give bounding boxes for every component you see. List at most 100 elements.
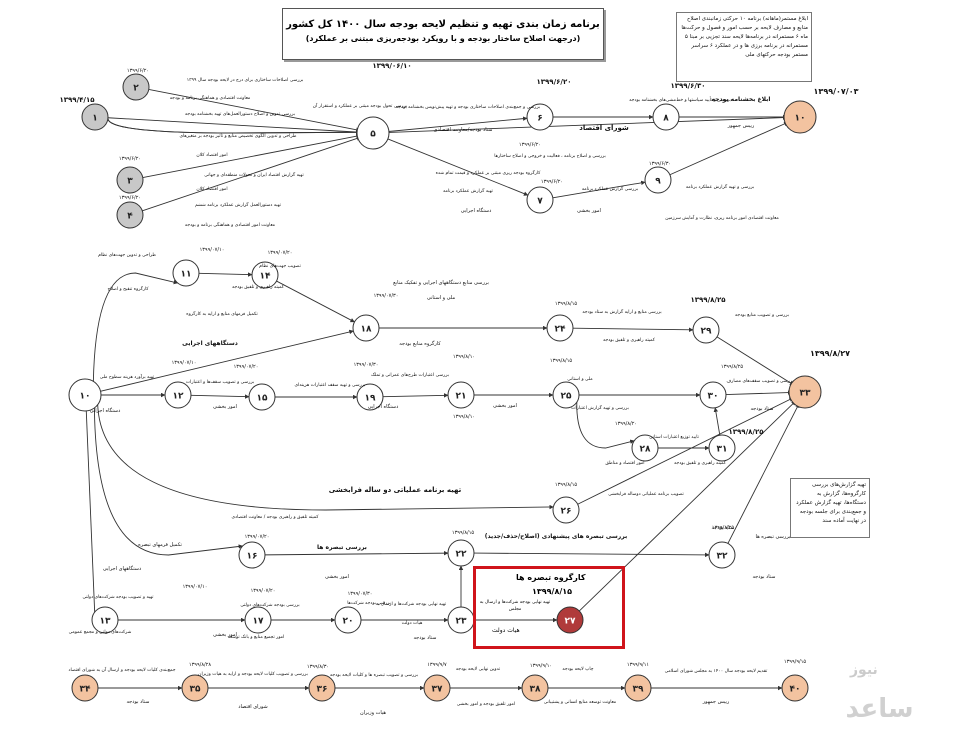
node-circle (521, 674, 549, 702)
label-d_1399_6_10: ۱۳۹۹/۰۶/۱۰ (372, 62, 411, 70)
node-label: ۹ (655, 177, 661, 187)
label-d_1399_6_30: ۱۳۹۹/۶/۳۰ (670, 82, 705, 90)
node-circle (556, 606, 584, 634)
label-t_n18d: کارگروه منابع بودجه (399, 340, 441, 347)
label-d_1399_8_25a: ۱۳۹۹/۸/۲۵ (690, 296, 726, 304)
label-d_1399_9_15: ۱۳۹۹/۹/۱۵ (784, 659, 806, 665)
node-circle (526, 103, 554, 131)
node-n12: ۱۲ (164, 381, 192, 409)
label-t_n16b: دستگاههای اجرایی (103, 565, 141, 572)
edge-n9-n10a (669, 121, 789, 176)
label-d_1399_8_10b: ۱۳۹۹/۸/۱۰ (453, 414, 475, 420)
node-n7: ۷ (526, 186, 554, 214)
node-circle (244, 606, 272, 634)
label-t_n25: ملی و استانی (567, 377, 593, 382)
node-label: ۳۵ (190, 685, 201, 695)
label-d_1399_07_30: ۱۳۹۹/۰۷/۳۰ (374, 293, 399, 299)
label-t_n5: بررسی تحول بودجه مبتنی بر عملکرد و استقر… (313, 103, 407, 109)
label-t_n23b: هیات دولت (402, 621, 423, 626)
edge-n10b-n18 (97, 329, 354, 393)
node-label: ۲۷ (565, 617, 576, 627)
node-circle (708, 541, 736, 569)
label-d_1399_8_20: ۱۳۹۹/۸/۲۰ (615, 421, 637, 427)
label-t_n8b: شورای اقتصاد (579, 124, 629, 132)
node-circle (251, 261, 279, 289)
node-n2: ۲ (122, 73, 150, 101)
edge-n32-n33 (727, 403, 800, 544)
label-d_1399_07_10c: ۱۳۹۹/۰۷/۱۰ (172, 360, 197, 366)
edge-n2-n5 (148, 89, 361, 132)
node-n6: ۶ (526, 103, 554, 131)
label-t_n9: بررسی گزارش عملکرد برنامه (582, 185, 638, 192)
watermark-text: ساعد (845, 694, 914, 724)
label-t_n5c: کارگروه بودجه ریزی مبتنی بر عملکرد و قیم… (436, 169, 542, 176)
edge-n16-n22 (264, 550, 449, 556)
edge-n5-n6 (385, 116, 528, 133)
label-t_n4: تهیه دستورالعمل گزارش عملکرد برنامه ششم (195, 201, 282, 208)
label-t_n7b: دستگاه اجرایی (461, 207, 492, 214)
label-t_n30b: ستاد بودجه (750, 406, 773, 412)
node-label: ۳۰ (708, 392, 719, 402)
label-t_n26: تهیه برنامه عملیاتی دو ساله فرابخشی (329, 486, 462, 494)
node-circle (552, 381, 580, 409)
label-d_1399_9_10: ۱۳۹۹/۹/۱۰ (530, 663, 552, 669)
node-circle (116, 166, 144, 194)
label-t_n15b: امور بخشی (213, 404, 237, 410)
label-d_1399_07_20d: ۱۳۹۹/۰۷/۲۰ (234, 364, 259, 370)
node-circle (172, 259, 200, 287)
label-t_n20b: امور تجمیع منابع و بانک توسعه (228, 634, 285, 640)
label-t_n14: تصویب جهت‌های نظام (259, 264, 301, 269)
label-t_n14c: تکمیل فرمهای منابع و ارایه به کارگروه (186, 310, 258, 317)
label-t_n5b: بررسی و اصلاح برنامه ، فعالیت و خروجی و … (494, 154, 606, 159)
note-top-right: ابلاغ مستمر(ماهانه) برنامه ۱۰ حرکتی زمان… (676, 12, 812, 82)
label-t_n10: ابلاغ بخشنامه بودجه (712, 96, 771, 103)
node-label: ۱۰ (80, 392, 91, 402)
node-n27: ۲۷ (556, 606, 584, 634)
node-circle (781, 674, 809, 702)
node-n24: ۲۴ (546, 314, 574, 342)
node-n35: ۳۵ (181, 674, 209, 702)
label-t_n19: بررسی و تهیه سقف اعتبارات هزینه‌ای (295, 383, 366, 388)
edge-n14-n18 (276, 280, 355, 323)
highlight-actor: هیات دولت (492, 627, 520, 634)
label-t_n6: بررسی و جمع‌بندی اصلاحات ساختاری بودجه و… (396, 105, 540, 110)
edge-n5-n10a (385, 115, 788, 133)
node-n21: ۲۱ (447, 381, 475, 409)
label-d_1399_8_10a: ۱۳۹۹/۸/۱۰ (453, 354, 475, 360)
node-n4: ۴ (116, 201, 144, 229)
node-circle (81, 103, 109, 131)
label-d_n6b: ۱۳۹۹/۶/۲۰ (519, 142, 541, 148)
node-label: ۱۹ (365, 394, 376, 404)
label-t_n7: تهیه گزارش عملکرد برنامه (443, 187, 494, 194)
label-t_n28b: امور اقتصاد و مناطق (605, 461, 644, 466)
node-label: ۶ (537, 114, 543, 124)
label-t_n10b: رییس جمهور (727, 123, 755, 129)
node-label: ۲۶ (561, 507, 572, 517)
label-t_n12b: دستگاه اجرایی (90, 407, 121, 414)
node-circle (552, 496, 580, 524)
label-t_n23c: ستاد بودجه (413, 635, 436, 641)
node-label: ۲۵ (561, 392, 572, 402)
label-d_1399_07_30c: ۱۳۹۹/۰۷/۳۰ (354, 362, 379, 368)
label-d_1399_8_25d: ۱۳۹۹/۸/۲۵ (721, 364, 743, 370)
label-t_n3: تهیه گزارش اقتصاد ایران و تحولات منطقه‌ا… (204, 171, 304, 178)
label-t_n11: طراحی و تدوین جهت‌های نظام (98, 253, 156, 258)
edge-n5-n7 (384, 137, 529, 196)
node-circle (652, 103, 680, 131)
node-n11: ۱۱ (172, 259, 200, 287)
watermark-sub: نیوز (850, 662, 878, 678)
node-circle (181, 674, 209, 702)
node-n31: ۳۱ (708, 434, 736, 462)
node-n29: ۲۹ (692, 316, 720, 344)
edge-n30-n33 (725, 390, 793, 396)
label-t_n1b: طراحی و تدوین الگوی تخصیص منابع و تاثیر … (180, 132, 297, 139)
edge-n10b-n16 (93, 403, 244, 556)
node-n25: ۲۵ (552, 381, 580, 409)
node-circle (783, 100, 817, 134)
node-label: ۲۰ (343, 617, 354, 627)
node-label: ۱۷ (253, 617, 264, 627)
node-circle (71, 674, 99, 702)
nodes-layer: ۱۲۳۴۵۶۷۸۹۱۰۱۰۱۱۱۲۱۳۱۴۱۵۱۶۱۷۱۸۱۹۲۰۲۱۲۲۲۳۲… (68, 73, 822, 702)
node-label: ۴۰ (790, 685, 801, 695)
label-t_n36: بررسی و تصویب کلیات لایحه بودجه و ارایه … (198, 671, 308, 677)
